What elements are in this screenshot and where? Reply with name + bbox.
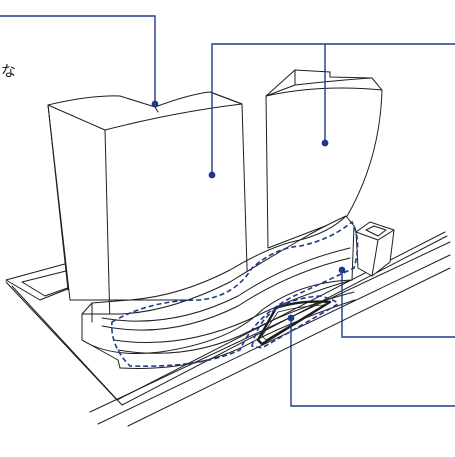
highlight-outlines — [111, 220, 359, 367]
leader-dot-podium — [338, 266, 346, 274]
leader-dot-plaza — [287, 314, 295, 322]
right-tower — [265, 69, 383, 249]
plaza-opening — [256, 300, 332, 346]
leader-top-left — [0, 15, 156, 104]
leader-top-right — [211, 43, 455, 175]
podium — [81, 215, 356, 369]
leader-bottom-right — [290, 318, 455, 407]
leader-dots — [151, 100, 346, 322]
outer-dashed-outline — [111, 220, 359, 367]
leader-dot-left-tower-top — [151, 100, 159, 108]
leader-mid-right — [341, 270, 455, 338]
leader-dot-right-tower — [321, 139, 329, 147]
leader-dot-left-tower — [208, 171, 216, 179]
small-tower — [355, 221, 395, 277]
leader-lines — [0, 15, 455, 407]
callout-label-fragment: な — [1, 62, 17, 80]
inner-dashed-outline — [251, 295, 340, 349]
